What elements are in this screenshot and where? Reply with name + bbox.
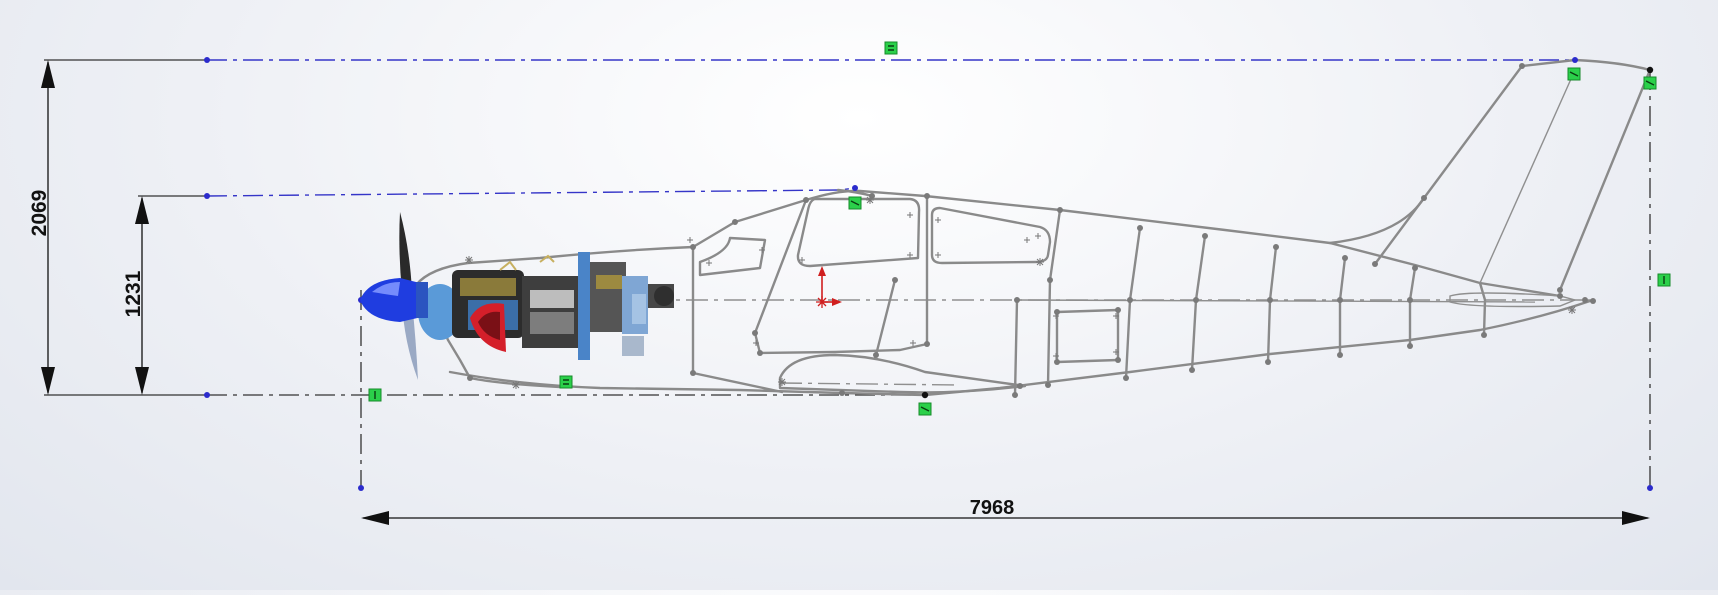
sketch-points[interactable]	[204, 57, 1654, 491]
dimension-value[interactable]: 7968	[970, 497, 1015, 519]
side-window[interactable]	[930, 206, 1052, 265]
fuselage-frames[interactable]	[1014, 226, 1578, 380]
vertical-relation-badge[interactable]: vertical-relation	[368, 388, 382, 402]
coincident-relation-badge[interactable]	[1643, 76, 1657, 90]
engine-image	[418, 252, 674, 360]
dimension-value[interactable]: 1231	[122, 270, 145, 317]
origin-icon[interactable]	[816, 266, 842, 308]
dimension-value[interactable]: 2069	[28, 190, 51, 237]
vertical-relation-badge[interactable]: vertical-relation	[1657, 273, 1671, 287]
dimension-overall-length[interactable]: 7968	[361, 497, 1650, 525]
windscreen-pane[interactable]	[698, 236, 767, 277]
rear-panel[interactable]	[1055, 308, 1120, 364]
propeller-icon	[360, 212, 428, 380]
horizontal-relation-badge[interactable]: horizontal-relation	[559, 375, 573, 389]
wing-fairing[interactable]	[778, 353, 1027, 394]
dimension-overall-height[interactable]: 2069	[28, 60, 55, 395]
wing-centerline[interactable]	[779, 382, 961, 386]
front-window[interactable]	[796, 197, 921, 268]
coincident-relation-badge[interactable]	[1567, 67, 1581, 81]
coincident-relation-badge[interactable]: coincident-relation	[848, 196, 862, 210]
sketch-markers	[465, 196, 1576, 389]
dimension-cabin-height[interactable]: 1231	[122, 196, 149, 395]
horizontal-relation-badge[interactable]: horizontal-relation	[884, 41, 898, 55]
canopy-construction-line[interactable]	[206, 187, 856, 197]
coincident-relation-badge[interactable]	[918, 402, 932, 416]
vertical-tail[interactable]	[1328, 58, 1652, 292]
